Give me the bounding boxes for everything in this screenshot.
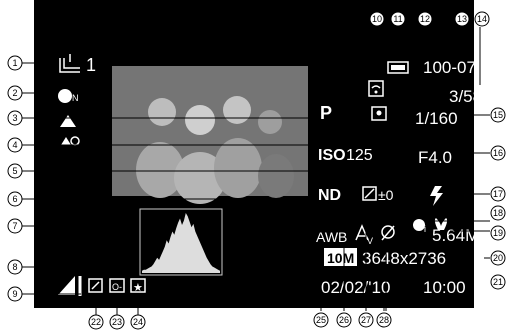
photo-thumbnail [112, 66, 308, 204]
svg-text:19: 19 [493, 228, 503, 238]
svg-text:13: 13 [457, 14, 467, 24]
callout-2: 2 [8, 86, 22, 100]
callout-5: 5 [8, 164, 22, 178]
svg-text:N: N [72, 93, 79, 103]
callout-17: 17 [491, 187, 505, 201]
svg-text:22: 22 [91, 317, 101, 327]
svg-text:9: 9 [12, 289, 17, 299]
svg-text:17: 17 [493, 189, 503, 199]
callout-21: 21 [491, 275, 505, 289]
shutter-speed: 1/160 [415, 109, 458, 128]
svg-text:12: 12 [420, 14, 430, 24]
resolution-badge: 10M [327, 250, 354, 266]
callout-14: 14 [475, 12, 489, 26]
callout-18: 18 [491, 206, 505, 220]
svg-text:V: V [367, 236, 373, 246]
callout-8: 8 [8, 260, 22, 274]
svg-text:10: 10 [372, 14, 382, 24]
folder-file-number: 100-0700 [423, 58, 495, 77]
svg-text:5: 5 [12, 166, 17, 176]
svg-text:23: 23 [112, 317, 122, 327]
svg-text:★: ★ [133, 282, 143, 294]
file-size: 5.64MB [432, 226, 491, 245]
svg-text:4: 4 [12, 140, 17, 150]
svg-text:25: 25 [316, 315, 326, 325]
svg-text:1: 1 [12, 58, 17, 68]
callout-25: 25 [314, 313, 328, 327]
callout-28: 28 [377, 313, 391, 327]
callout-22: 22 [89, 315, 103, 329]
callout-12: 12 [418, 12, 432, 26]
callout-23: 23 [110, 315, 124, 329]
callout-24: 24 [131, 315, 145, 329]
svg-text:14: 14 [477, 14, 487, 24]
iso-value: 125 [346, 147, 373, 164]
shooting-time: 10:00 [423, 278, 466, 297]
svg-text:2: 2 [12, 88, 17, 98]
svg-text:i: i [424, 224, 426, 234]
svg-text:26: 26 [339, 315, 349, 325]
image-position: 3/58 [449, 87, 482, 106]
svg-text:20: 20 [493, 253, 503, 263]
aperture-value: F4.0 [418, 148, 452, 167]
callout-1: 1 [8, 56, 22, 70]
svg-text:O-: O- [112, 282, 122, 292]
shooting-date: 02/02/'10 [321, 278, 390, 297]
svg-text:27: 27 [361, 315, 371, 325]
histogram [140, 209, 222, 275]
callout-15: 15 [491, 108, 505, 122]
svg-text:21: 21 [493, 277, 503, 287]
svg-text:15: 15 [493, 110, 503, 120]
callout-7: 7 [8, 219, 22, 233]
svg-text:28: 28 [379, 315, 389, 325]
shooting-mode: P [320, 103, 332, 123]
callout-4: 4 [8, 138, 22, 152]
callout-13: 13 [455, 12, 469, 26]
svg-text:18: 18 [493, 208, 503, 218]
callout-27: 27 [359, 313, 373, 327]
svg-text:8: 8 [12, 262, 17, 272]
callout-10: 10 [370, 12, 384, 26]
print-count: 1 [86, 55, 96, 75]
svg-text:6: 6 [12, 194, 17, 204]
callout-3: 3 [8, 111, 22, 125]
callout-20: 20 [491, 251, 505, 265]
callout-16: 16 [491, 146, 505, 160]
svg-text:11: 11 [393, 14, 402, 24]
nd-filter: ND [318, 187, 341, 204]
svg-text:7: 7 [12, 221, 17, 231]
callout-26: 26 [337, 313, 351, 327]
resolution: 3648x2736 [362, 249, 446, 268]
callout-9: 9 [8, 287, 22, 301]
svg-text:16: 16 [493, 148, 503, 158]
svg-text:24: 24 [133, 317, 143, 327]
svg-text:3: 3 [12, 113, 17, 123]
white-balance: AWB [316, 229, 347, 245]
exposure-comp: ±0 [378, 187, 394, 203]
callout-19: 19 [491, 226, 505, 240]
callout-11: 11 [391, 12, 405, 26]
callout-6: 6 [8, 192, 22, 206]
iso-label: ISO [318, 147, 346, 164]
